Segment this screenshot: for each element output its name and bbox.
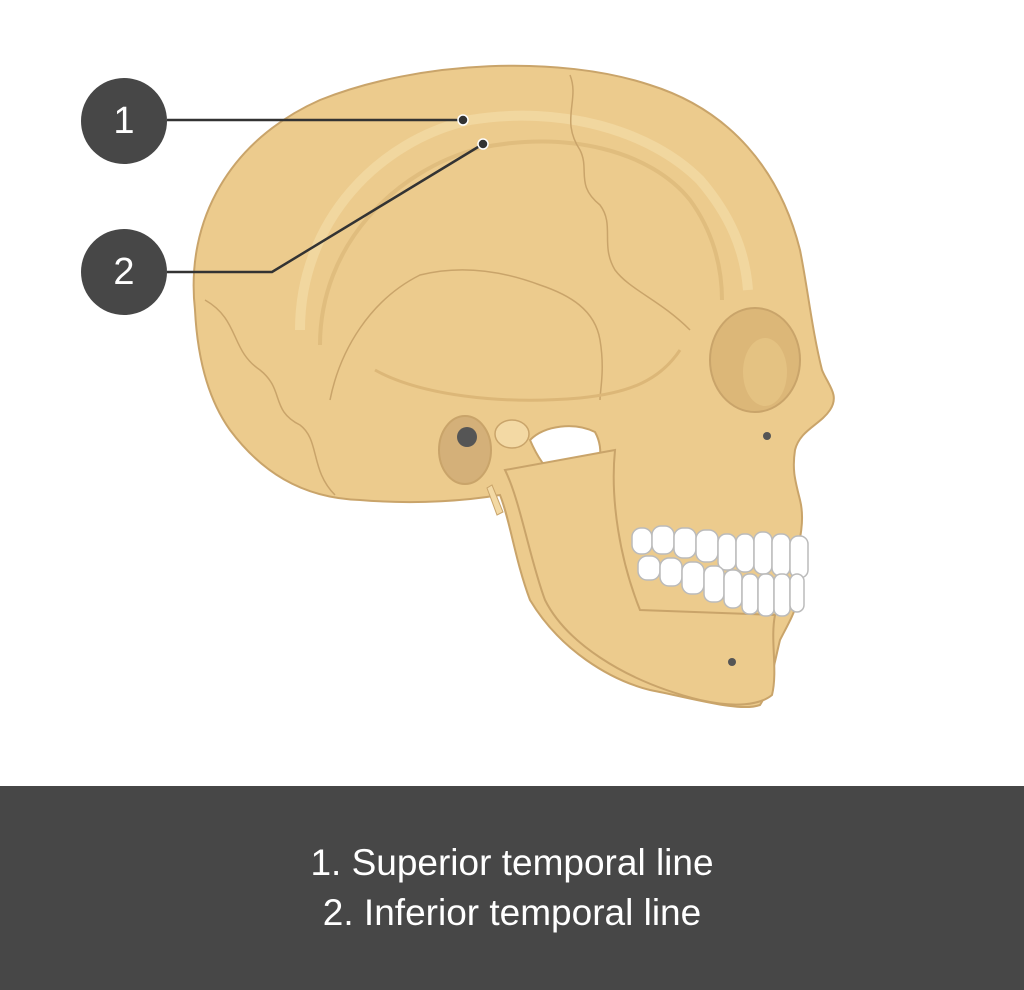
lambdoid-suture <box>204 299 336 496</box>
mental-foramen <box>728 658 736 666</box>
coronal-suture <box>569 74 691 331</box>
skull-lateral-view-diagram <box>167 64 835 709</box>
leader-lines <box>167 118 484 274</box>
leader-line-2 <box>167 142 484 274</box>
mandible <box>503 448 777 706</box>
label-marker-1: 1 <box>81 78 167 164</box>
squamous-suture <box>329 269 603 401</box>
legend-item-2: 2. Inferior temporal line <box>322 892 702 933</box>
inferior-temporal-line <box>318 139 724 346</box>
superior-temporal-line <box>295 110 753 331</box>
label-marker-2: 2 <box>81 229 167 315</box>
skull <box>192 64 835 709</box>
temporal-fossa <box>374 349 682 402</box>
teeth <box>631 525 809 617</box>
infraorbital-foramen <box>763 432 771 440</box>
pointer-dot-2 <box>477 138 489 150</box>
legend-item-1: 1. Superior temporal line <box>310 842 714 883</box>
mandibular-condyle <box>494 419 530 449</box>
legend-panel: 1. Superior temporal line 2. Inferior te… <box>0 786 1024 990</box>
external-acoustic-meatus <box>438 415 492 485</box>
pointer-dot-1 <box>457 114 469 126</box>
styloid-process <box>486 484 504 516</box>
